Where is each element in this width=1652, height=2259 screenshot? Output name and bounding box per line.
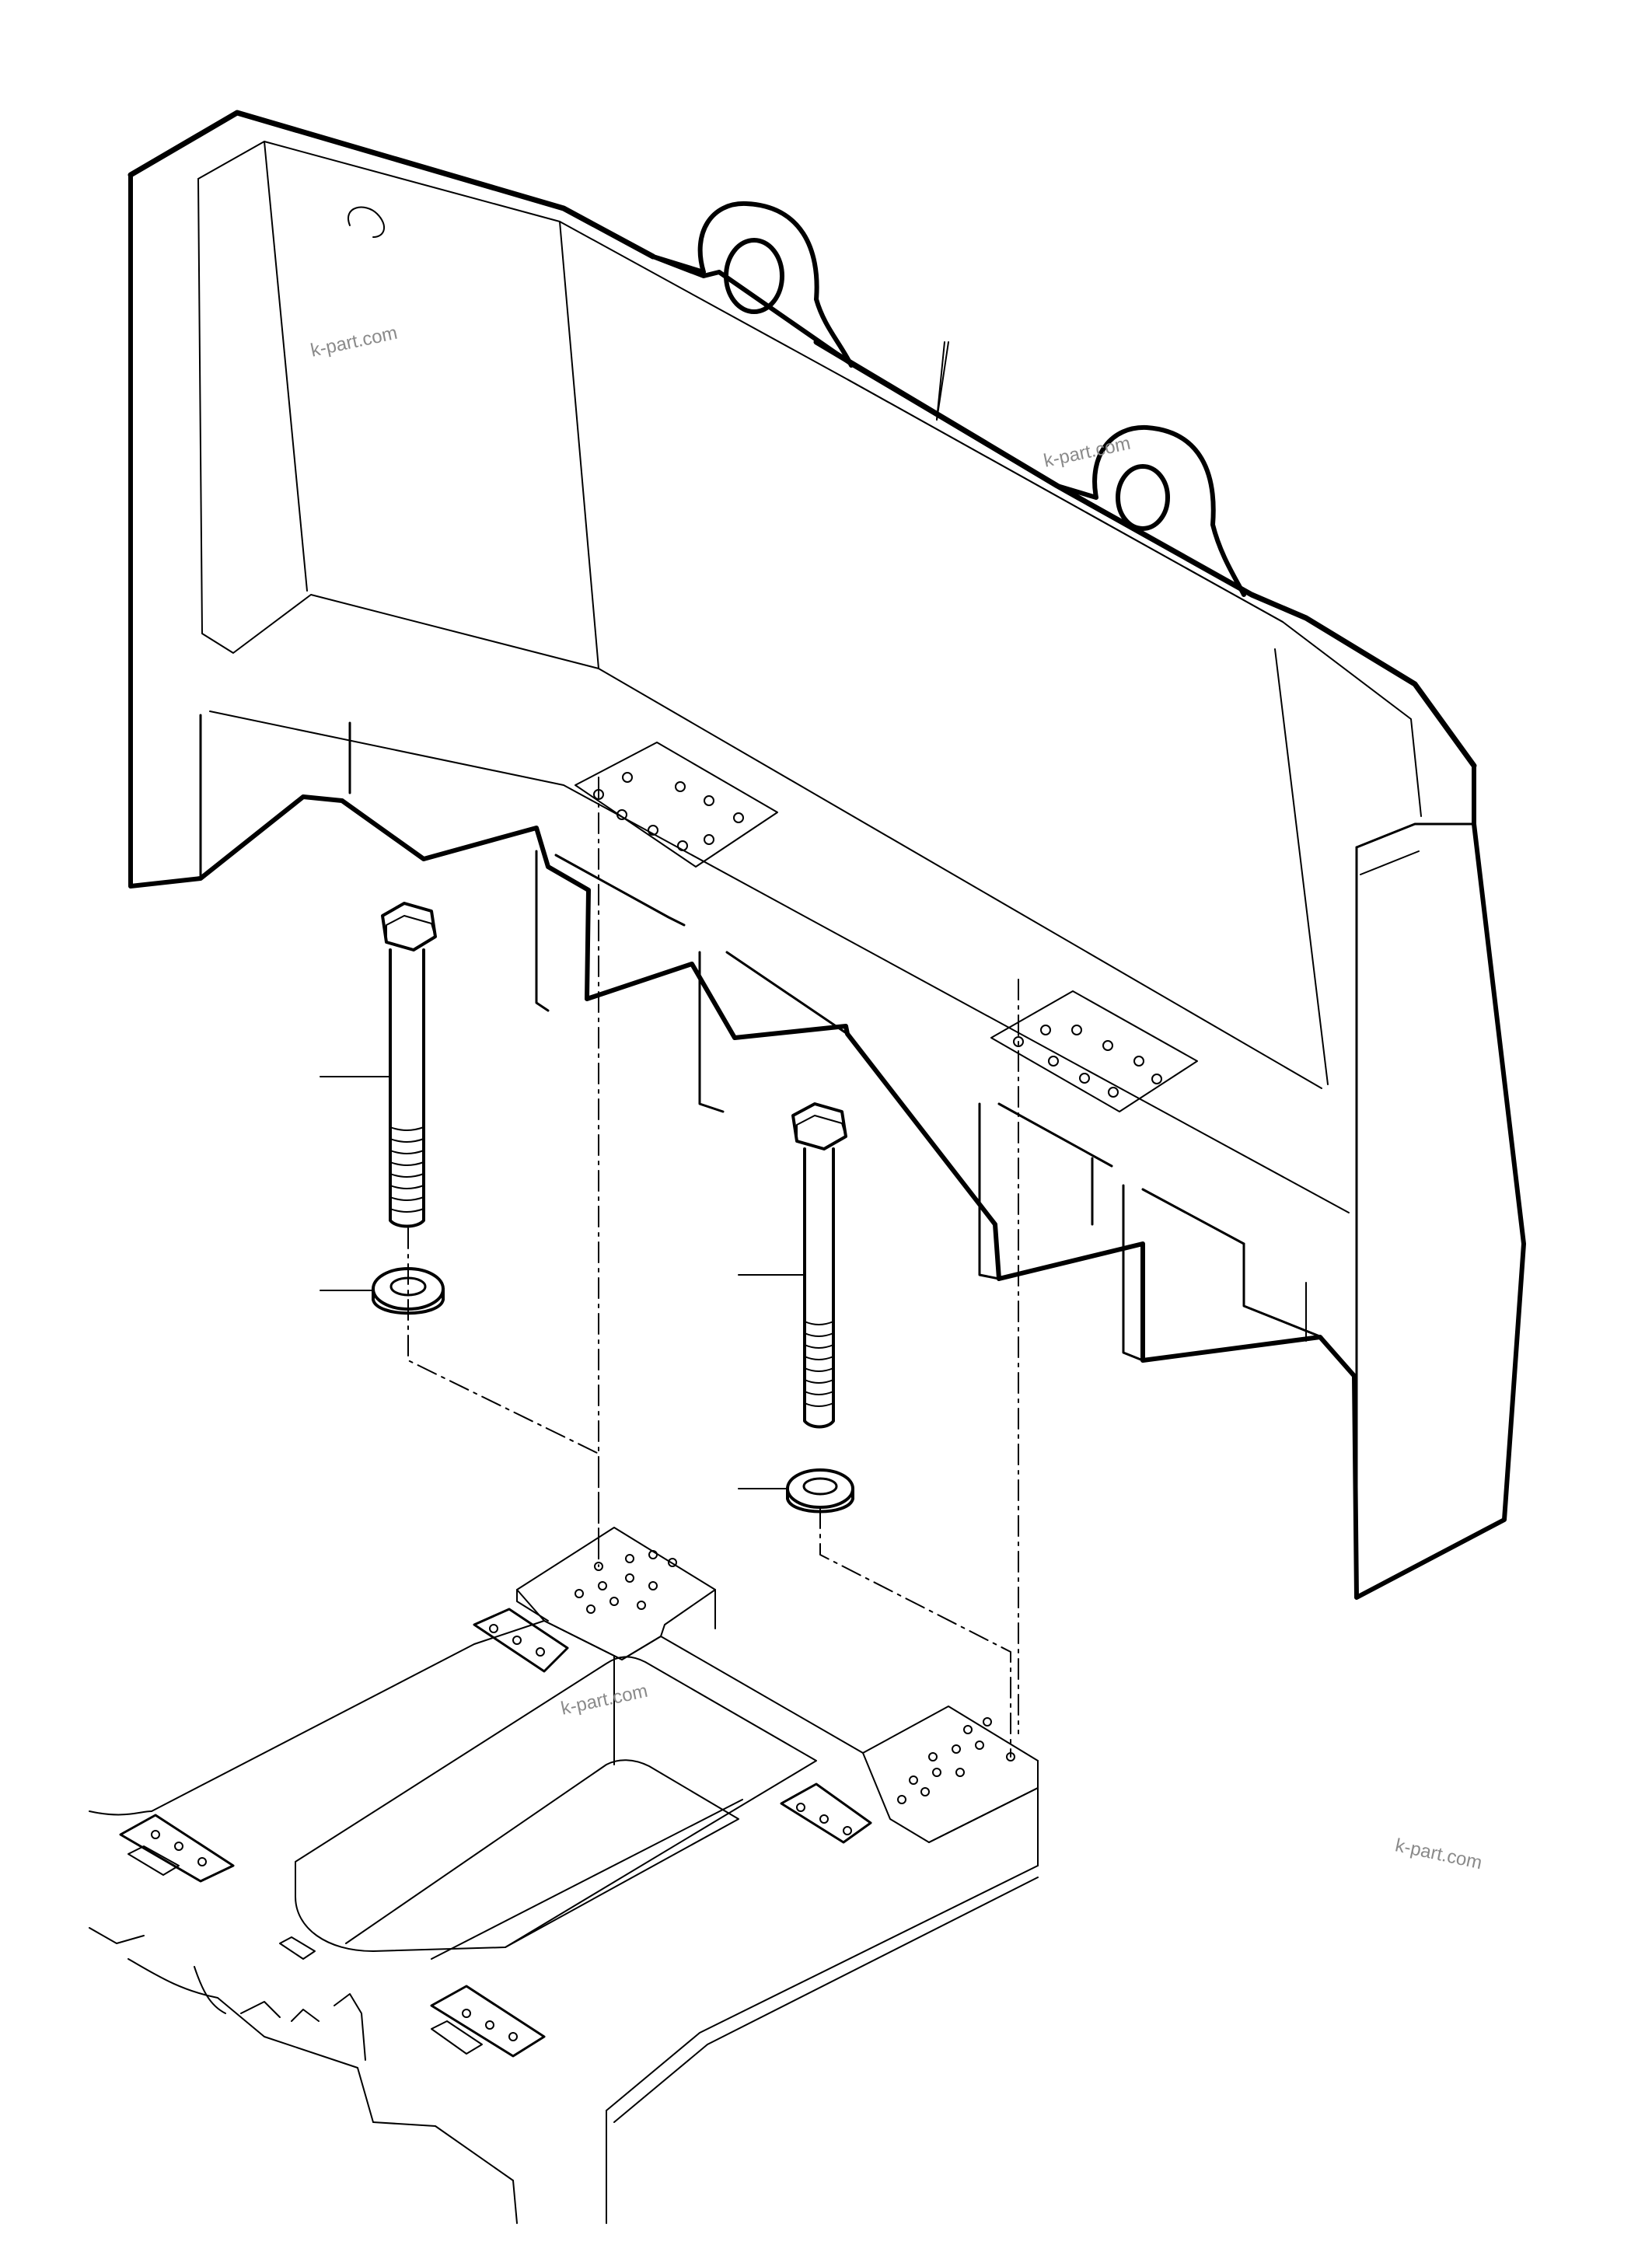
bolt-2: [791, 1102, 847, 1429]
assembly-lines: [407, 777, 1019, 1758]
frame-hole-pattern: [151, 1550, 1015, 2041]
counterweight: [127, 110, 1526, 1600]
bolt-hole-pattern-2: [1013, 1025, 1162, 1098]
washer-2: [786, 1468, 854, 1514]
bolt-hole-pattern-1: [593, 772, 744, 851]
bolt-1: [381, 902, 437, 1228]
revolving-frame: [89, 1527, 1039, 2224]
leader-lines: [320, 341, 949, 1489]
